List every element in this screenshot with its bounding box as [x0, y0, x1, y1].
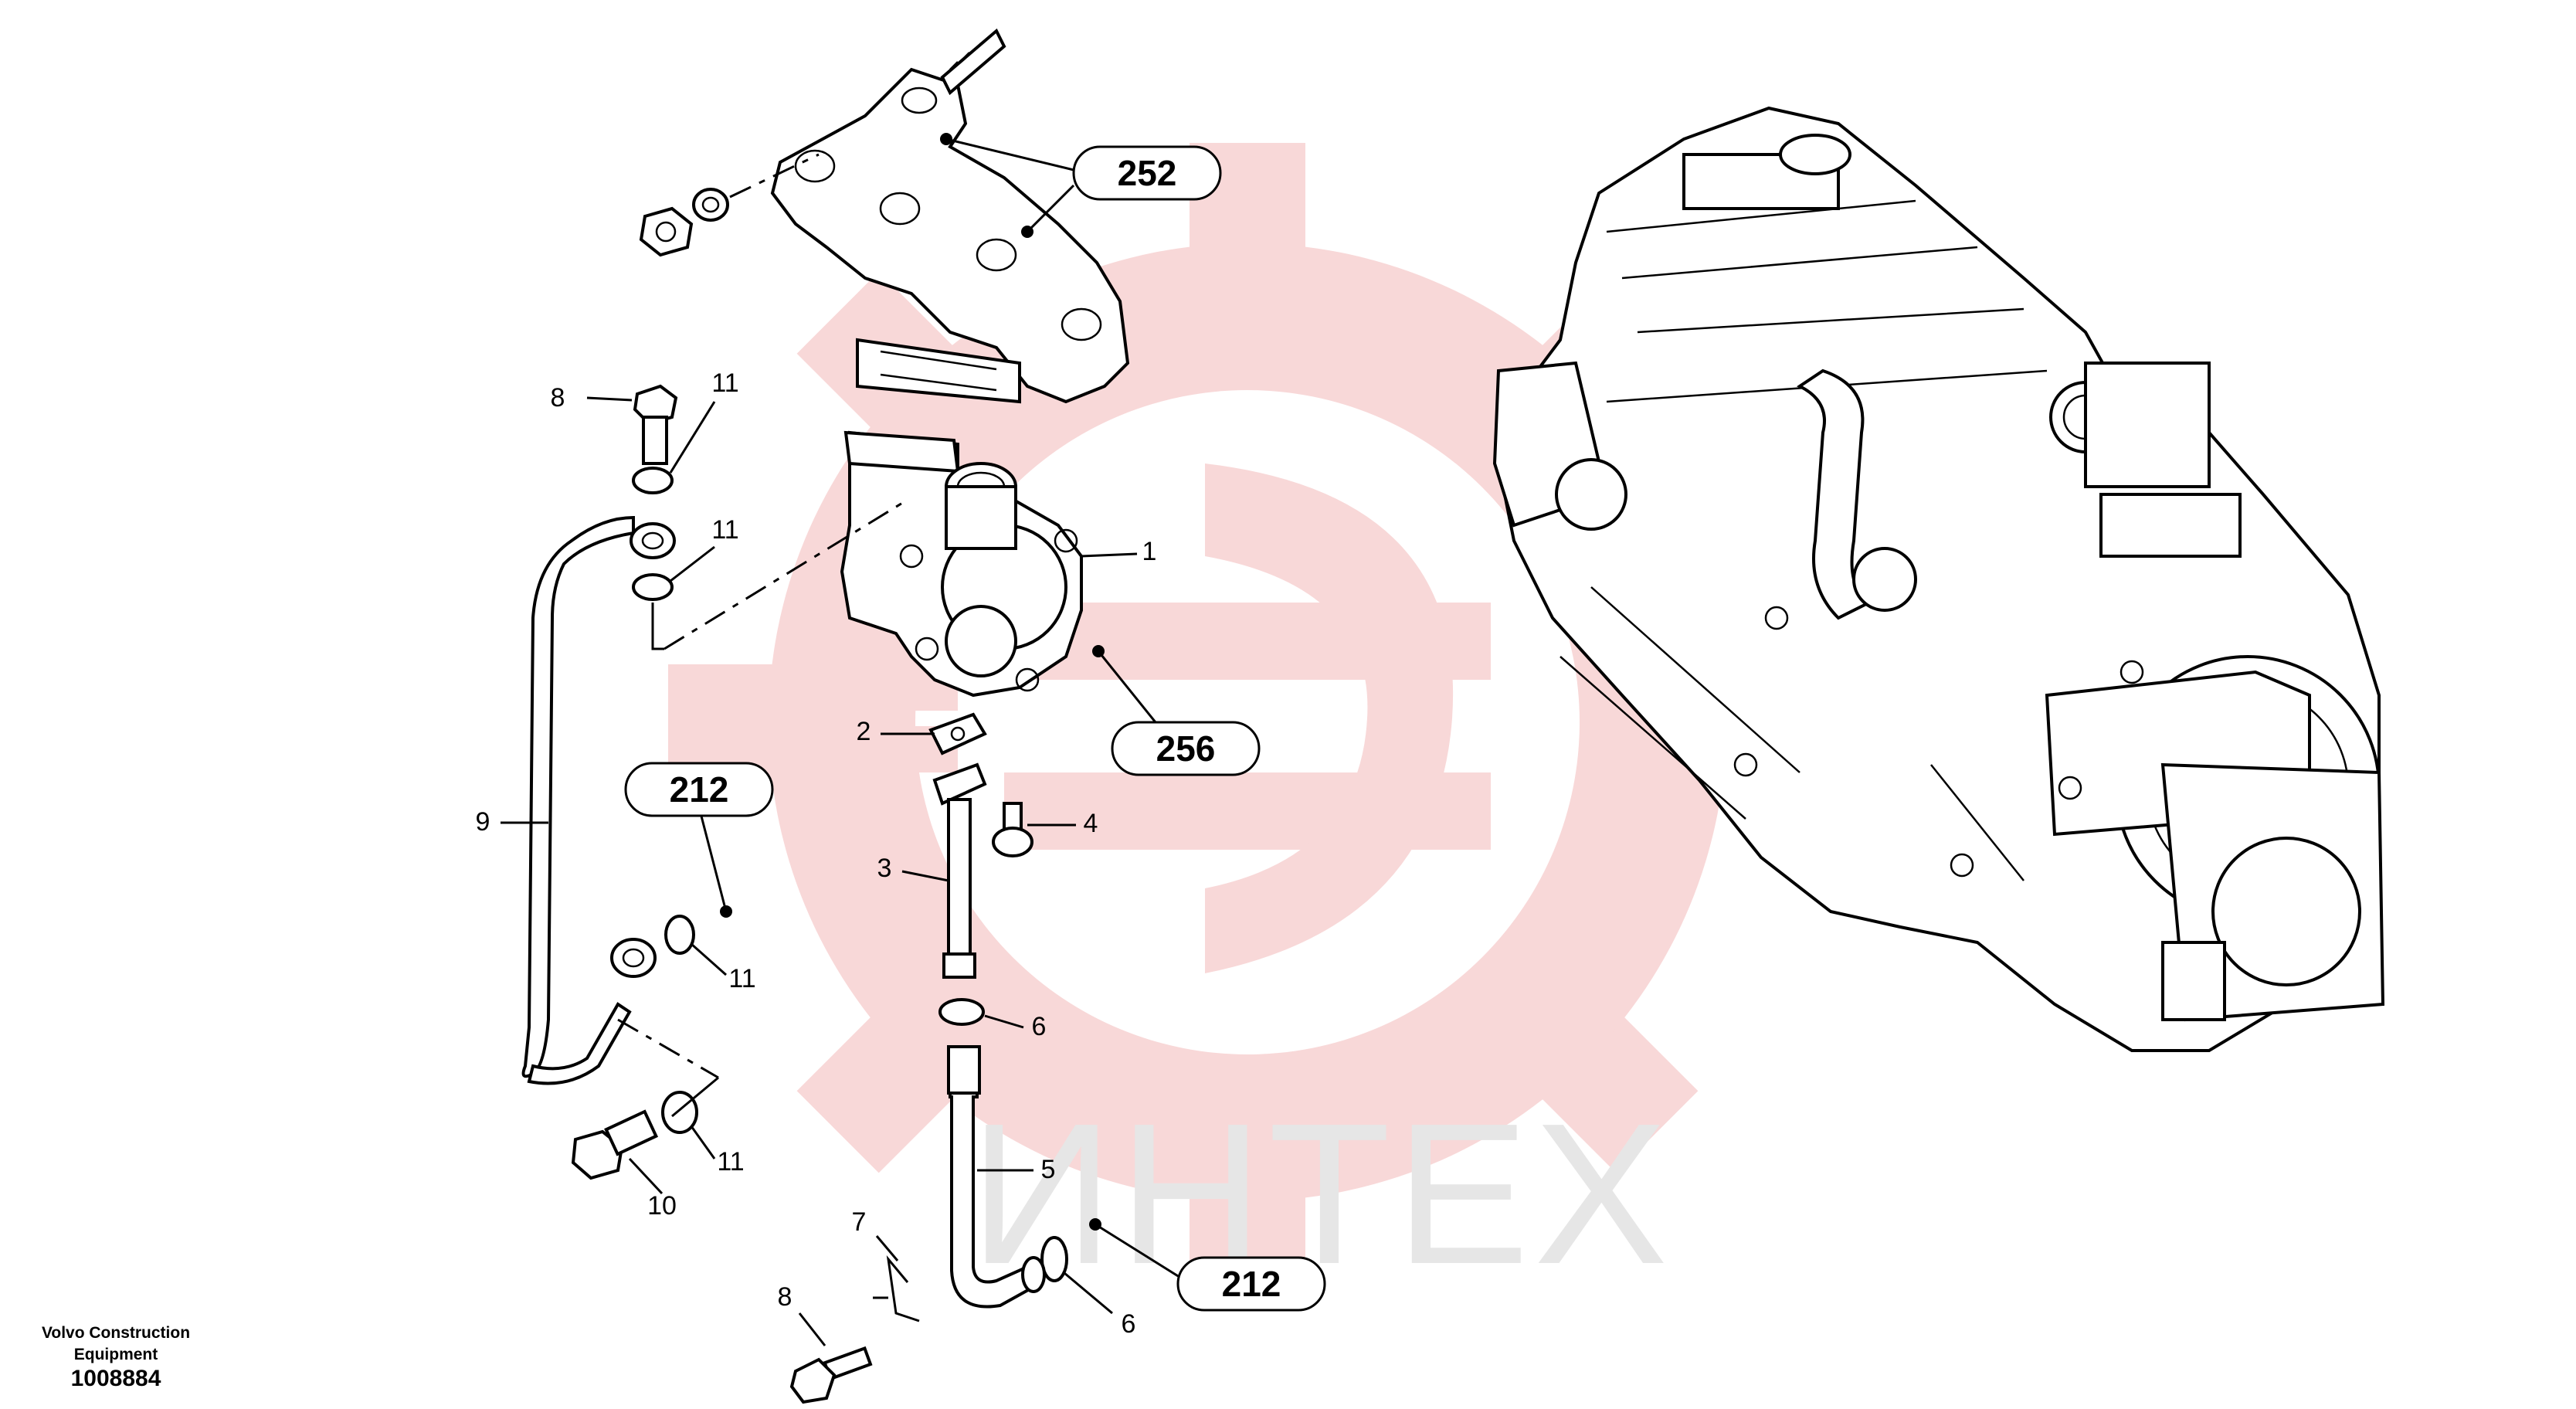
o-ring	[938, 998, 985, 1026]
washer	[632, 467, 674, 494]
leader-line	[586, 396, 633, 402]
banjo-bolt	[571, 1109, 659, 1180]
callout-number: 11	[728, 964, 755, 993]
nut-and-washer	[639, 188, 729, 257]
leader-line	[798, 1312, 826, 1346]
clip-bolt	[789, 1346, 873, 1404]
leader-line	[628, 1157, 664, 1195]
callout-number: 11	[711, 368, 738, 398]
o-ring	[1040, 1236, 1068, 1282]
reference-badge-212: 212	[1089, 1218, 1326, 1312]
diagram-id: 1008884	[70, 1366, 161, 1391]
svg-text:212: 212	[1222, 1264, 1281, 1304]
callout-number: 7	[852, 1207, 867, 1237]
footer-brand-line2: Equipment	[73, 1346, 158, 1363]
leader-line	[1081, 552, 1138, 558]
leader-line	[670, 545, 715, 582]
callout-number: 6	[1122, 1309, 1136, 1339]
callout-number: 6	[1032, 1012, 1047, 1041]
callout-number: 8	[551, 383, 565, 413]
callout-number: 1	[1142, 537, 1157, 566]
callout-number: 3	[877, 854, 892, 883]
manifold-stud	[940, 28, 1006, 96]
turbocharger	[840, 430, 1083, 698]
leader-line	[691, 942, 727, 976]
callout-number: 11	[711, 515, 738, 545]
reference-badge-256: 256	[1092, 645, 1261, 776]
gasket	[928, 712, 987, 755]
reference-badge-252: 252	[940, 133, 1222, 238]
leader-line	[875, 1235, 899, 1261]
leader-line	[651, 603, 664, 650]
callout-number: 8	[778, 1282, 792, 1312]
oil-return-pipe-lower	[947, 1045, 1046, 1309]
banjo-bolt	[633, 384, 678, 465]
exhaust-manifold	[770, 28, 1130, 404]
oil-feed-pipe	[521, 515, 676, 1085]
leader-line	[690, 1126, 716, 1159]
svg-text:256: 256	[1156, 728, 1216, 769]
bolt	[992, 802, 1033, 857]
footer-brand-line1: Volvo Construction	[41, 1324, 191, 1342]
callout-number: 10	[647, 1191, 677, 1221]
washer	[664, 915, 695, 955]
leader-line	[984, 1014, 1024, 1029]
leader-line	[901, 870, 949, 882]
oil-return-pipe-upper	[932, 762, 987, 979]
washer	[632, 573, 674, 601]
svg-text:212: 212	[670, 769, 729, 810]
footer-brand: Volvo Construction Equipment	[0, 1322, 232, 1366]
callout-number: 4	[1084, 809, 1098, 838]
leader-line	[669, 401, 716, 474]
leader-dashed	[617, 1018, 719, 1079]
reference-badge-212: 212	[624, 762, 774, 918]
callout-number: 11	[717, 1147, 744, 1176]
engine-assembly	[1492, 106, 2385, 1052]
callout-number: 9	[476, 807, 490, 837]
clip	[873, 1255, 920, 1322]
callout-number: 5	[1041, 1155, 1056, 1184]
leader-line	[1064, 1271, 1113, 1315]
callout-number: 2	[857, 717, 871, 746]
leader-dashed	[729, 153, 820, 199]
svg-text:252: 252	[1118, 153, 1177, 193]
leader-line	[671, 1076, 719, 1118]
